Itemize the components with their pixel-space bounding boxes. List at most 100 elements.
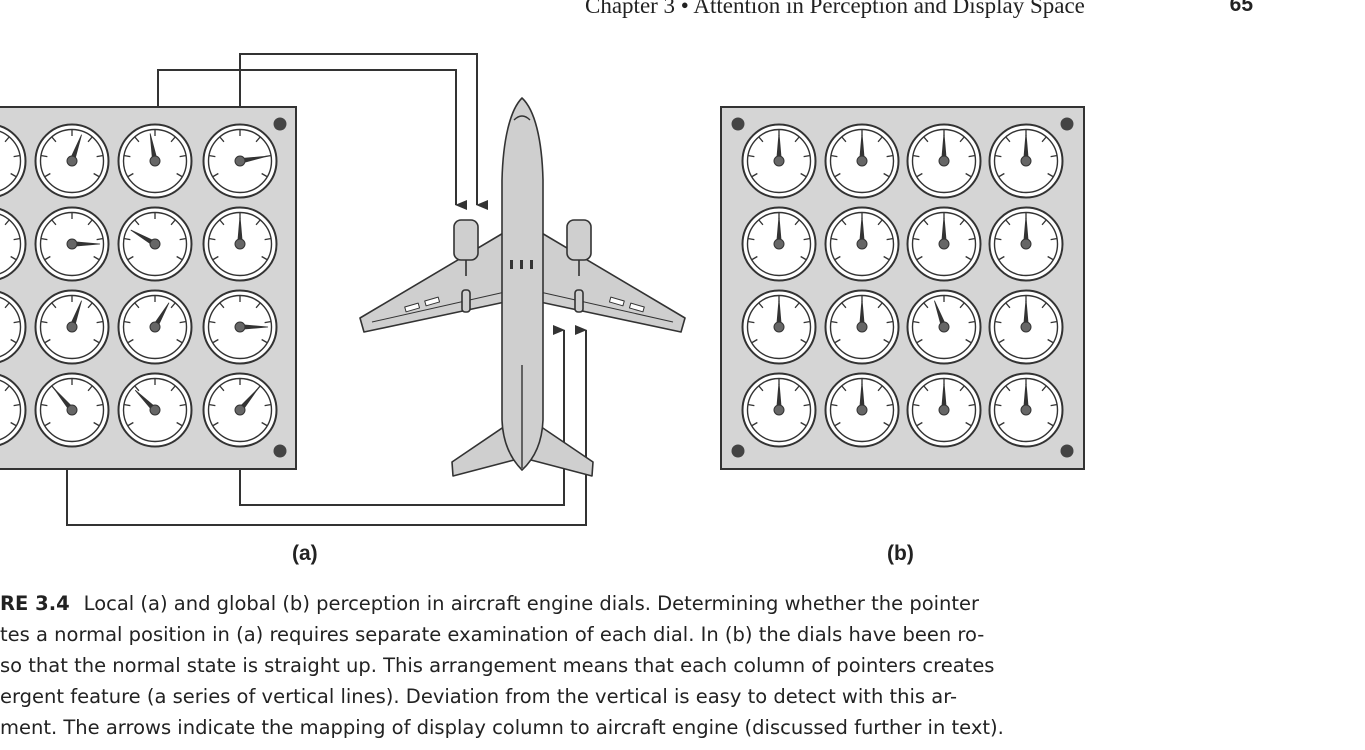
dial-tick: [41, 403, 48, 407]
dial-tick: [834, 255, 841, 261]
dial-tick: [916, 421, 923, 427]
arrow-column-3-to-right-engine-inner: [239, 325, 565, 506]
dial-gauge: [202, 206, 278, 282]
dial-tick: [794, 302, 800, 309]
dial-hub: [1020, 321, 1032, 333]
dial-hub: [66, 404, 78, 416]
dial-tick: [4, 385, 10, 392]
dial-hub: [66, 321, 78, 333]
dial-tick: [1005, 219, 1011, 226]
engine-dials-figure: [0, 53, 1085, 526]
dial-tick: [751, 172, 758, 178]
dial-tick: [959, 219, 965, 226]
dial-tick: [1047, 338, 1054, 344]
dial-tick: [179, 154, 186, 158]
dial-tick: [170, 385, 176, 392]
dial-tick: [10, 255, 17, 261]
dial-tick: [44, 172, 51, 178]
dial-tick: [923, 302, 929, 309]
dial-tick: [124, 237, 131, 241]
dial-gauge: [906, 206, 982, 282]
dial-tick: [923, 136, 929, 143]
dial-tick: [877, 302, 883, 309]
dial-hub: [856, 321, 868, 333]
dial-tick: [883, 255, 890, 261]
dial-tick: [179, 237, 186, 241]
chapter-title: Chapter 3 • Attention in Perception and …: [585, 0, 1085, 18]
dial-tick: [255, 302, 261, 309]
dial-tick: [758, 219, 764, 226]
dial-tick: [87, 385, 93, 392]
dial-tick: [44, 421, 51, 427]
dial-tick: [995, 154, 1002, 158]
panel-a-label: (a): [292, 542, 318, 565]
dial-tick: [134, 302, 140, 309]
dial-tick: [51, 136, 57, 143]
dial-tick: [255, 136, 261, 143]
dial-tick: [179, 320, 186, 324]
dial-gauge: [824, 372, 900, 448]
screw-icon: [731, 117, 745, 131]
dial-tick: [834, 172, 841, 178]
dial-gauge: [741, 206, 817, 282]
dial-tick: [968, 320, 975, 324]
dial-tick: [841, 219, 847, 226]
dial-gauge: [0, 208, 27, 280]
dial-tick: [96, 154, 103, 158]
panel-b-dials: [741, 123, 1064, 448]
dial-gauge: [202, 372, 278, 448]
dial-tick: [1005, 136, 1011, 143]
dial-gauge: [117, 372, 193, 448]
screw-icon: [1060, 444, 1074, 458]
dial-tick: [1047, 255, 1054, 261]
dial-gauge: [906, 123, 982, 199]
dial-tick: [13, 154, 20, 158]
dial-tick: [834, 421, 841, 427]
dial-tick: [831, 320, 838, 324]
dial-tick: [87, 136, 93, 143]
dial-tick: [261, 255, 268, 261]
dial-tick: [965, 172, 972, 178]
dial-tick: [965, 421, 972, 427]
dial-gauge: [34, 206, 110, 282]
dial-tick: [96, 320, 103, 324]
dial-tick: [1050, 154, 1057, 158]
dial-tick: [124, 154, 131, 158]
screw-icon: [273, 444, 287, 458]
dial-tick: [758, 302, 764, 309]
dial-tick: [803, 154, 810, 158]
dial-gauge: [741, 123, 817, 199]
dial-tick: [134, 385, 140, 392]
dial-tick: [886, 237, 893, 241]
dial-tick: [916, 338, 923, 344]
dial-tick: [1005, 302, 1011, 309]
dial-tick: [877, 385, 883, 392]
dial-tick: [261, 172, 268, 178]
dial-tick: [51, 219, 57, 226]
dial-hub: [149, 155, 161, 167]
dial-gauge: [741, 372, 817, 448]
dial-tick: [219, 385, 225, 392]
dial-hub: [773, 155, 785, 167]
caption-text: Local (a) and global (b) perception in a…: [83, 592, 980, 615]
dial-tick: [127, 255, 134, 261]
dial-tick: [209, 237, 216, 241]
dial-tick: [877, 219, 883, 226]
dial-hub: [856, 404, 868, 416]
dial-tick: [748, 320, 755, 324]
dial-tick: [1050, 320, 1057, 324]
dial-tick: [883, 338, 890, 344]
dial-gauge: [0, 125, 27, 197]
dial-tick: [13, 237, 20, 241]
right-engine: [566, 219, 592, 313]
arrow-column-2-to-left-engine-outer: [157, 69, 467, 210]
dial-tick: [134, 219, 140, 226]
dial-tick: [1050, 403, 1057, 407]
dial-tick: [87, 302, 93, 309]
dial-tick: [4, 302, 10, 309]
dial-tick: [800, 255, 807, 261]
dial-gauge: [34, 123, 110, 199]
dial-tick: [4, 136, 10, 143]
dial-tick: [995, 237, 1002, 241]
